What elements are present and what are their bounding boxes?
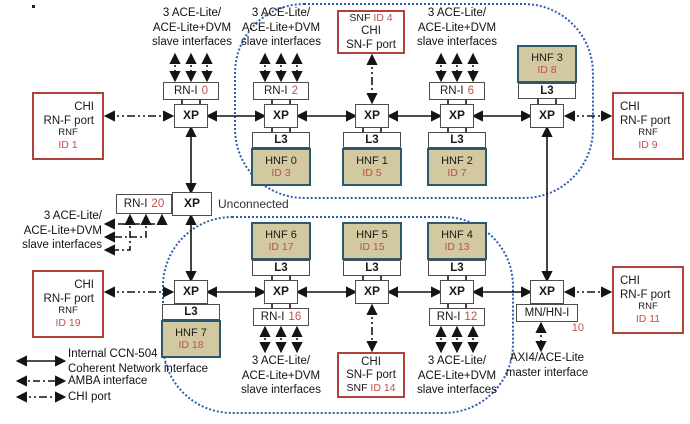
slave-interfaces-label-top-right: 3 ACE-Lite/ ACE-Lite+DVM slave interface… [417, 7, 497, 49]
snf-label: SNF [349, 11, 371, 24]
l3-cache-hnf5: L3 [343, 260, 401, 276]
snf-id: ID 4 [373, 11, 393, 24]
snf-port-box-bottom: CHI SN-F port SNF ID 14 [337, 352, 405, 398]
xp-node-top-0: XP [174, 104, 208, 128]
chi-port-connectors [103, 53, 613, 353]
chi-rnf-port-id19: CHI RN-F port RNF ID 19 [32, 270, 104, 338]
slave-interfaces-label-bottom-right: 3 ACE-Lite/ ACE-Lite+DVM slave interface… [417, 355, 497, 397]
xp-node-bottom-3: XP [440, 280, 474, 304]
xp-node-unconnected: XP [172, 192, 212, 216]
hnf-node-3: HNF 3 ID 8 [517, 45, 577, 83]
xp-node-top-2: XP [355, 104, 389, 128]
unconnected-label: Unconnected [218, 197, 289, 211]
l3-cache-hnf4: L3 [428, 260, 486, 276]
legend-internal-network: Internal CCN-504 Coherent Network interf… [68, 348, 208, 375]
xp-node-bottom-4: XP [530, 280, 564, 304]
chi-rnf-port-id11: CHI RN-F port RNF ID 11 [612, 266, 684, 334]
amba-connectors [103, 52, 479, 354]
chi-rnf-port-id9: CHI RN-F port RNF ID 9 [612, 92, 684, 160]
slave-interfaces-label-bottom-left: 3 ACE-Lite/ ACE-Lite+DVM slave interface… [241, 355, 321, 397]
mesh-connectors [185, 110, 553, 298]
legend-chi-port: CHI port [68, 391, 111, 403]
l3-cache-hnf7: L3 [162, 304, 220, 320]
mn-hni-node: MN/HN-I [516, 304, 578, 322]
l3-cache-hnf0: L3 [252, 132, 310, 148]
snf-id: ID 14 [370, 381, 396, 394]
xp-node-bottom-2: XP [355, 280, 389, 304]
xp-node-top-1: XP [264, 104, 298, 128]
snf-port-box-top: SNF ID 4 CHI SN-F port [337, 10, 405, 54]
xp-node-top-3: XP [440, 104, 474, 128]
xp-node-bottom-0: XP [174, 280, 208, 304]
snf-label: SNF [346, 381, 368, 394]
xp-node-bottom-1: XP [264, 280, 298, 304]
slave-interfaces-label-top-mid: 3 ACE-Lite/ ACE-Lite+DVM slave interface… [241, 7, 321, 49]
legend-amba-interface: AMBA interface [68, 375, 148, 387]
slave-interfaces-label-mid-left: 3 ACE-Lite/ ACE-Lite+DVM slave interface… [22, 210, 102, 252]
box-stubs [181, 99, 557, 308]
l3-cache-hnf6: L3 [252, 260, 310, 276]
l3-cache-hnf1: L3 [343, 132, 401, 148]
l3-cache-hnf2: L3 [428, 132, 486, 148]
slave-interfaces-label-top-left: 3 ACE-Lite/ ACE-Lite+DVM slave interface… [152, 7, 232, 49]
chi-rnf-port-id1: CHI RN-F port RNF ID 1 [32, 92, 104, 160]
mn-hni-id: 10 [571, 322, 584, 334]
legend-arrows [15, 355, 67, 403]
top-cluster-boundary [234, 3, 594, 199]
l3-cache-hnf3: L3 [518, 83, 576, 99]
xp-node-top-4: XP [530, 104, 564, 128]
axi-master-interface-label: AXI4/ACE-Lite master interface [505, 352, 589, 379]
stray-dot [32, 5, 35, 8]
